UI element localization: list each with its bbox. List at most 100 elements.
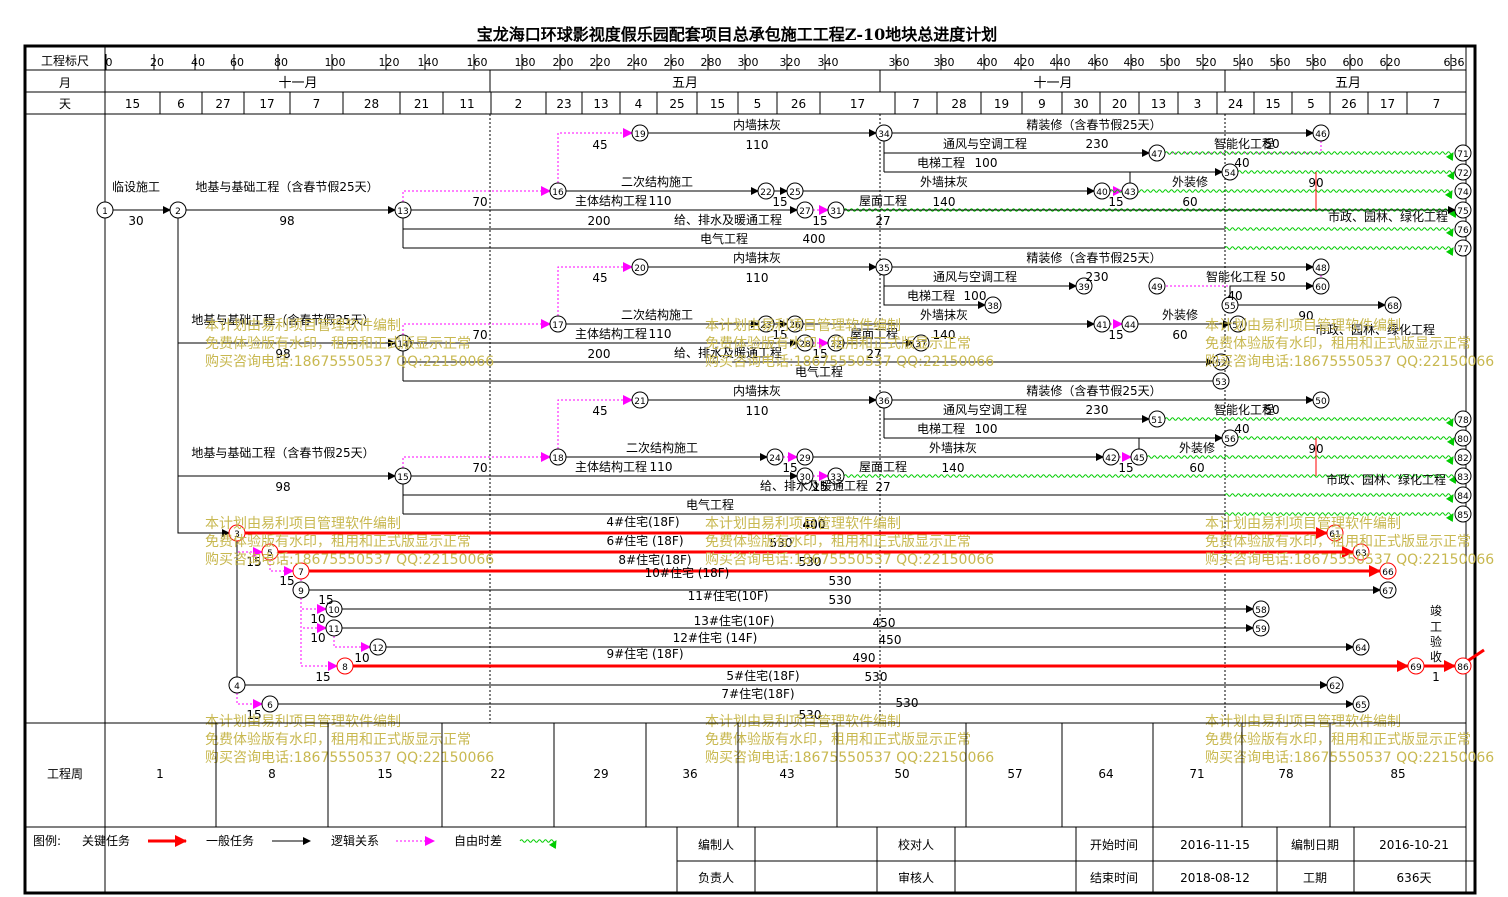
task-duration: 1 [1432,670,1440,684]
node-label: 7 [298,568,304,578]
float-arrow [402,452,551,468]
node-17 [549,315,567,333]
float-value: 15 [812,214,827,228]
weeks-label: 工程周 [47,766,83,781]
task-label: 外墙抹灰 [920,175,968,189]
node-label: 30 [799,473,811,483]
task-duration: 30 [128,214,143,228]
scale-tick-label: 120 [379,56,400,69]
week-cell: 43 [779,767,794,781]
task-label: 电梯工程 [917,421,965,436]
week-cell: 85 [1390,767,1405,781]
task-label: 市政、园林、绿化工程 [1328,209,1448,224]
task-label: 地基与基础工程（含春节假25天） [191,445,374,460]
month-cell: 十一月 [1033,76,1072,91]
wave-82 [1146,455,1454,466]
day-cell: 5 [1307,97,1315,111]
task-label: 外装修 [1162,307,1198,322]
node-label: 40 [1096,188,1108,198]
node-40 [1093,182,1111,200]
float-arrow [333,636,371,652]
float-value: 15 [1118,461,1133,475]
task-duration: 110 [649,327,672,341]
node-label: 22 [760,188,771,198]
node-label: 20 [634,264,646,274]
info-value: 2016-10-21 [1379,838,1449,852]
task-duration: 490 [853,651,876,665]
task-duration: 110 [649,194,672,208]
task-label: 外墙抹灰 [920,308,968,322]
day-cell: 15 [710,97,725,111]
node-37 [912,334,930,352]
page-title: 宝龙海口环球影视度假乐园配套项目总承包施工工程Z-10地块总进度计划 [477,25,998,44]
float-value: 230 [1086,270,1109,284]
task-label: 收 [1430,650,1442,664]
node-label: 23 [760,321,771,331]
watermark-text: 免费体验版有水印，租用和正式版显示正常 [1205,336,1471,352]
wave-78 [1164,417,1454,428]
scale-tick-label: 600 [1343,56,1364,69]
node-53 [1212,372,1230,390]
task-label: 主体结构工程 [575,193,647,208]
task-duration: 530 [896,696,919,710]
node-label: 85 [1457,511,1468,521]
day-cell: 5 [754,97,762,111]
node-77 [1454,239,1472,257]
day-cell: 13 [593,97,608,111]
info-label: 编制日期 [1291,837,1339,852]
task-duration: 98 [275,347,290,361]
week-cell: 57 [1007,767,1022,781]
watermark-text: 本计划由易利项目管理软件编制 [1205,714,1401,730]
float-value: 50 [1264,137,1279,151]
task-label: 给、排水及暖通工程 [760,478,868,493]
task-label: 通风与空调工程 [943,402,1027,417]
node-label: 13 [397,207,408,217]
node-label: 25 [789,188,800,198]
node-44 [1121,315,1139,333]
task-label: 内墙抹灰 [733,251,781,265]
node-label: 26 [789,321,801,331]
task-duration: 140 [942,461,965,475]
node-16 [549,182,567,200]
scale-tick-label: 420 [1014,56,1035,69]
task-duration: 98 [279,214,294,228]
scale-tick-label: 240 [627,56,648,69]
watermark-text: 免费体验版有水印，租用和正式版显示正常 [705,732,971,748]
node-label: 17 [552,321,563,331]
node-label: 53 [1215,378,1226,388]
float-value: 70 [472,328,487,342]
scale-tick-label: 340 [818,56,839,69]
node-label: 62 [1329,682,1340,692]
logic-line [177,218,230,537]
watermark-text: 购买咨询电话:18675550537 QQ:22150066 [205,552,494,568]
task-duration: 110 [650,460,673,474]
task-duration: 50 [1270,270,1285,284]
node-label: 36 [878,397,890,407]
task-label: 精装修（含春节假25天） [1026,250,1161,265]
node-69 [1407,657,1425,675]
info-label: 编制人 [698,837,734,852]
node-label: 66 [1382,568,1394,578]
month-cell: 五月 [1335,76,1361,91]
scale-tick-label: 320 [780,56,801,69]
node-42 [1102,448,1120,466]
node-12 [369,638,387,656]
month-cell: 五月 [672,76,698,91]
task-duration: 230 [1086,403,1109,417]
task-label: 电气工程 [686,497,734,512]
node-label: 41 [1096,321,1107,331]
float-value: 27 [875,480,890,494]
node-3 [228,524,246,542]
watermark-text: 免费体验版有水印，租用和正式版显示正常 [705,336,971,352]
node-label: 39 [1078,283,1090,293]
watermark-text: 购买咨询电话:18675550537 QQ:22150066 [705,750,994,766]
node-85 [1454,505,1472,523]
float-arrow [557,395,633,449]
watermark-text: 购买咨询电话:18675550537 QQ:22150066 [1205,750,1494,766]
task-label: 12#住宅 (14F) [673,630,758,645]
node-label: 3 [234,530,240,540]
wave-74 [1109,189,1453,200]
node-label: 84 [1457,492,1469,502]
task-label: 10#住宅 (18F) [645,565,730,580]
